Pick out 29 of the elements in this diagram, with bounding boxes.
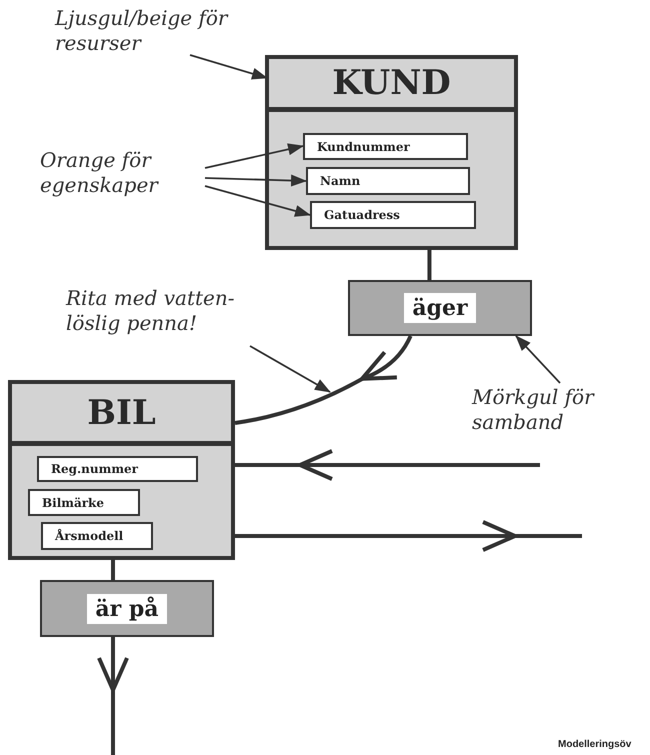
connector [234,335,412,425]
connector [111,560,115,580]
attribute-box: Årsmodell [41,522,153,550]
connector [97,637,129,755]
attribute-box: Kundnummer [303,133,468,160]
leader-line [515,335,561,384]
attribute-box: Gatuadress [310,201,476,229]
note-text: Orange för egenskaper [40,148,210,210]
attribute-box: Namn [306,167,470,195]
connector [235,520,582,552]
entity-name: BIL [12,384,231,446]
entity-box [265,55,518,250]
note-text: Mörkgul för samband [472,385,648,445]
attribute-box: Bilmärke [28,489,140,516]
connector [427,250,432,280]
footer-text: Modelleringsöv [558,739,632,750]
attribute-box: Reg.nummer [37,456,198,482]
leader-line [204,143,304,169]
relationship-label: äger [404,293,476,323]
relationship-label: är på [87,594,167,624]
entity-name: KUND [269,59,514,112]
leader-line [204,174,307,187]
entity-box [8,380,235,560]
connector [235,449,540,481]
note-text: Rita med vatten- löslig penna! [66,286,271,346]
relationship-box [40,580,214,637]
leader-line [204,185,311,217]
relationship-box [348,280,532,336]
leader-line [250,345,331,393]
